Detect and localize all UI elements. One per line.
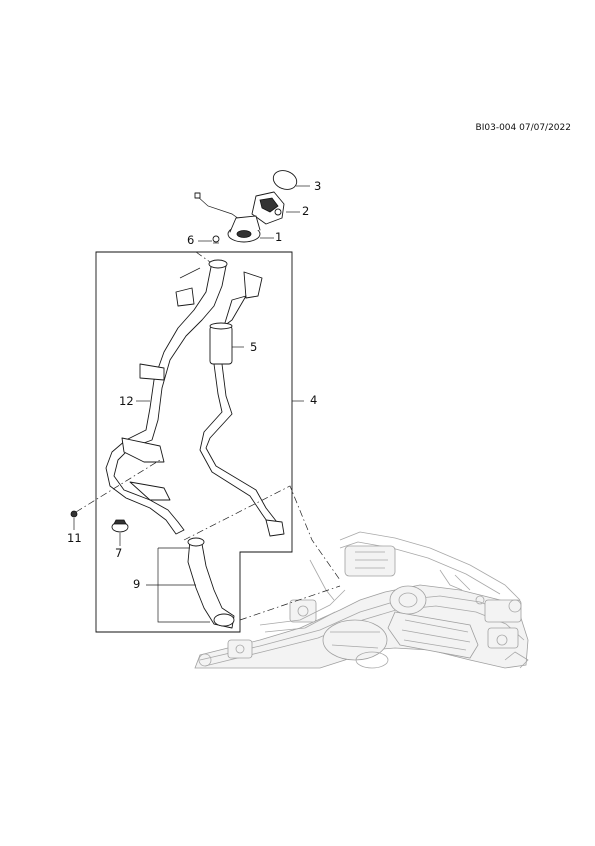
vehicle-chassis-ghost bbox=[194, 531, 529, 669]
filler-pipe-12 bbox=[105, 259, 228, 535]
clamp-7 bbox=[111, 519, 129, 533]
nut-11 bbox=[70, 510, 78, 518]
filler-cap-assembly bbox=[194, 170, 298, 244]
vent-pipe-5 bbox=[199, 271, 285, 537]
alignment-lines bbox=[75, 251, 341, 621]
hose-9 bbox=[187, 537, 235, 629]
callout-1: 1 bbox=[275, 230, 283, 244]
callout-7: 7 bbox=[115, 546, 123, 560]
callout-5: 5 bbox=[250, 340, 258, 354]
leader-lines bbox=[73, 185, 310, 623]
callout-3: 3 bbox=[314, 179, 322, 193]
callout-4: 4 bbox=[310, 393, 318, 407]
callout-2: 2 bbox=[302, 204, 310, 218]
assembly-frame-4 bbox=[95, 251, 293, 633]
callout-12: 12 bbox=[119, 394, 134, 408]
callout-6: 6 bbox=[187, 233, 195, 247]
callout-9: 9 bbox=[133, 577, 141, 591]
callout-11: 11 bbox=[67, 531, 82, 545]
document-reference: BI03-004 07/07/2022 bbox=[475, 123, 571, 133]
